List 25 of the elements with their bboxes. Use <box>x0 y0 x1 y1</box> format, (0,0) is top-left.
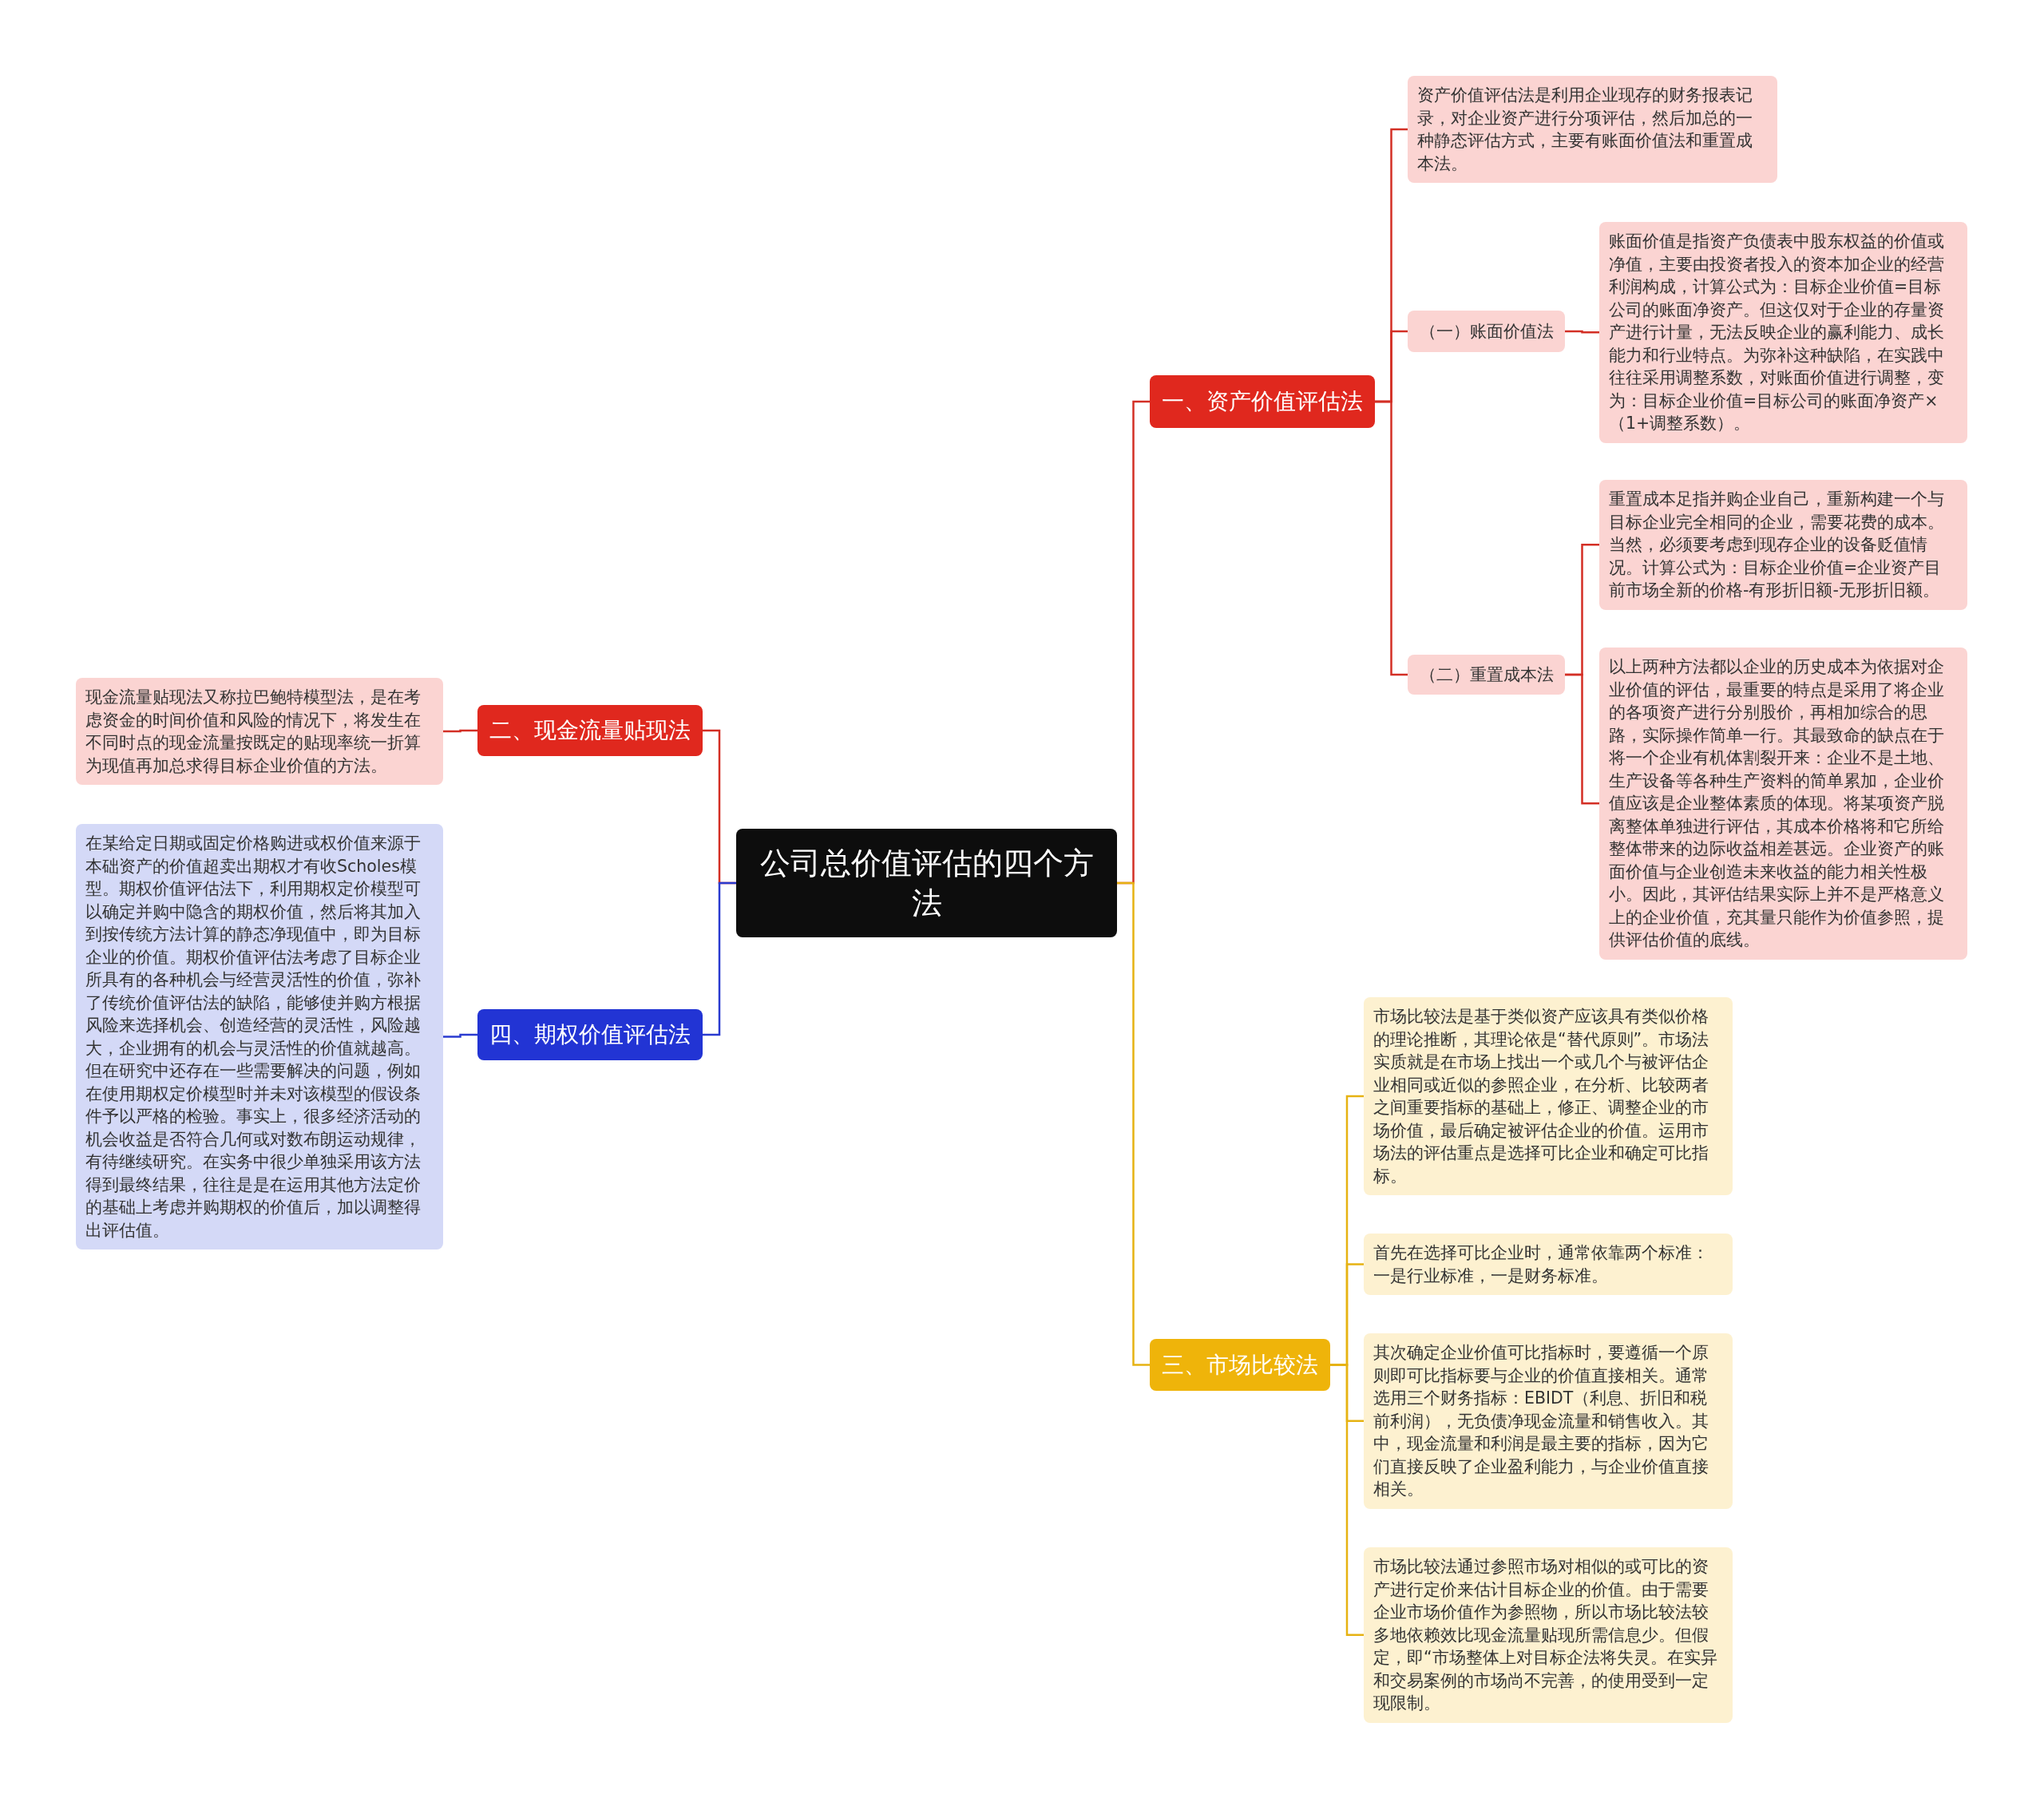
note-card: 其次确定企业价值可比指标时，要遵循一个原则即可比指标要与企业的价值直接相关。通常选用三个财务指标：EBIDT（利息、折旧和税前利润），无负债净现金流量和销售收入。其中，现金流量和利润是最主要的指标，因为它们直接反映了企业盈利能力，与企业价值直接相关。 <box>1364 1333 1733 1509</box>
note-card: 以上两种方法都以企业的历史成本为依据对企业价值的评估，最重要的特点是采用了将企业的各项资产进行分别股价，再相加综合的思路，实际操作简单一行。其最致命的缺点在于将一个企业有机体割裂开来：企业不是土地、生产设备等各种生产资料的简单累加，企业价值应该是企业整体素质的体现。将某项资产脱离整体单独进行评估，其成本价格将和它所给整体带来的边际收益相差甚远。企业资产的账面价值与企业创造未来收益的能力相关性极小。因此，其评估结果实际上并不是严格意义上的企业价值，充其量只能作为价值参照，提供评估价值的底线。 <box>1599 648 1967 960</box>
note-card: 市场比较法通过参照市场对相似的或可比的资产进行定价来估计目标企业的价值。由于需要企业市场价值作为参照物，所以市场比较法较多地依赖效比现金流量贴现所需信息少。但假定，即“市场整体上对目标企法将失灵。在实异和交易案例的市场尚不完善，的使用受到一定现限制。 <box>1364 1547 1733 1723</box>
note-card: 在某给定日期或固定价格购进或权价值来源于本础资产的价值超卖出期权才有收Scholes模型。期权价值评估法下，利用期权定价模型可以确定并购中隐含的期权价值，然后将其加入到按传统方法计算的静态净现值中，即为目标企业的价值。期权价值评估法考虑了目标企业所具有的各种机会与经营灵活性的价值，弥补了传统价值评估法的缺陷，能够使并购方根据风险来选择机会、创造经营的灵活性，风险越大，企业拥有的机会与灵活性的价值就越高。但在研究中还存在一些需要解决的问题，例如在使用期权定价模型时并未对该模型的假设条件予以严格的检验。事实上，很多经济活动的机会收益是否符合几何或对数布朗运动规律，有待继续研究。在实务中很少单独采用该方法得到最终结果，往往是是在运用其他方法定价的基础上考虑并购期权的价值后，加以调整得出评估值。 <box>76 824 443 1249</box>
note-card: 市场比较法是基于类似资产应该具有类似价格的理论推断，其理论依是“替代原则”。市场法实质就是在市场上找出一个或几个与被评估企业相同或近似的参照企业，在分析、比较两者之间重要指标的基础上，修正、调整企业的市场价值，最后确定被评估企业的价值。运用市场法的评估重点是选择可比企业和确定可比指标。 <box>1364 997 1733 1195</box>
connector-line <box>703 881 736 1036</box>
branch-topic: 二、现金流量贴现法 <box>477 705 703 756</box>
connector-line <box>1330 1364 1364 1636</box>
branch-topic: 四、期权价值评估法 <box>477 1009 703 1060</box>
note-card: 首先在选择可比企业时，通常依靠两个标准：一是行业标准，一是财务标准。 <box>1364 1234 1733 1295</box>
connector-line <box>1375 400 1408 676</box>
note-card: 现金流量贴现法又称拉巴鲍特模型法，是在考虑资金的时间价值和风险的情况下，将发生在不同时点的现金流量按既定的贴现率统一折算为现值再加总求得目标企业价值的方法。 <box>76 678 443 785</box>
connector-line <box>443 1033 477 1038</box>
connector-line <box>1565 673 1599 805</box>
note-card: 资产价值评估法是利用企业现存的财务报表记录，对企业资产进行分项评估，然后加总的一种静态评估方式，主要有账面价值法和重置成本法。 <box>1408 76 1777 183</box>
branch-topic: 三、市场比较法 <box>1150 1339 1330 1391</box>
connector-line <box>1117 881 1150 1366</box>
note-card: 账面价值是指资产负债表中股东权益的价值或净值，主要由投资者投入的资本加企业的经营利润构成，计算公式为：目标企业价值=目标公司的账面净资产。但这仅对于企业的存量资产进行计量，无法反映企业的赢利能力、成长能力和行业特点。为弥补这种缺陷，在实践中往往采用调整系数，对账面价值进行调整，变为：目标企业价值=目标公司的账面净资产×（1+调整系数）。 <box>1599 222 1967 443</box>
connector-line <box>443 729 477 733</box>
connector-line <box>1565 330 1599 334</box>
subtopic-label: （一）账面价值法 <box>1408 311 1565 352</box>
note-card: 重置成本足指并购企业自己，重新构建一个与目标企业完全相同的企业，需要花费的成本。当然，必须要考虑到现存企业的设备贬值情况。计算公式为：目标企业价值=企业资产目前市场全新的价格-有形折旧额-无形折旧额。 <box>1599 480 1967 610</box>
subtopic-label: （二）重置成本法 <box>1408 655 1565 695</box>
branch-topic: 一、资产价值评估法 <box>1150 375 1375 428</box>
central-topic: 公司总价值评估的四个方法 <box>736 829 1117 937</box>
